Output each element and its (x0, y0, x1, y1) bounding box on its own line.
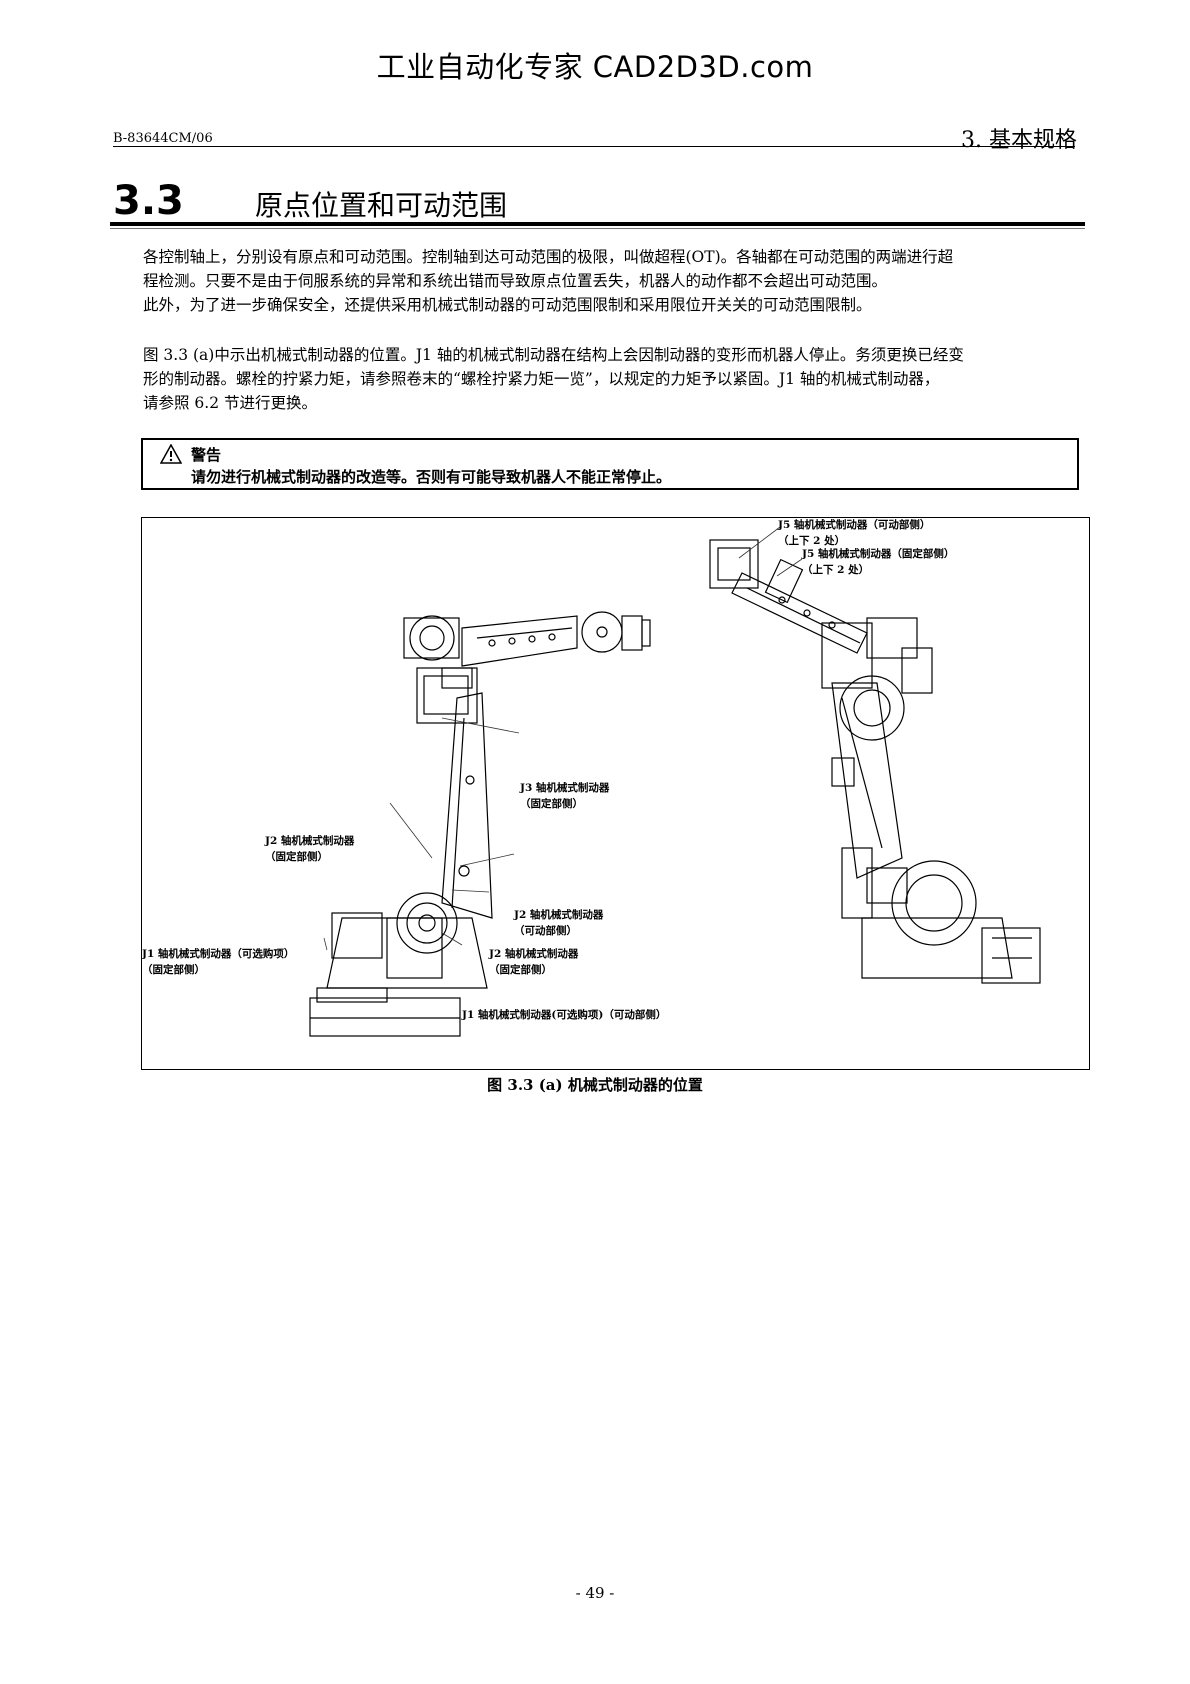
robot-left-drawing (309, 611, 651, 1037)
paragraph-line: 形的制动器。螺栓的拧紧力矩，请参照卷末的“螺栓拧紧力矩一览”，以规定的力矩予以紧… (143, 370, 940, 388)
label-j2-fixed-left: J2 轴机械式制动器 (265, 835, 355, 847)
chapter-heading: 3. 基本规格 (961, 128, 1077, 153)
label-j2-fixed-left-side: （固定部侧） (265, 851, 328, 863)
paragraph-mechanical-stopper: 图 3.3 (a)中示出机械式制动器的位置。J1 轴的机械式制动器在结构上会因制… (143, 343, 1078, 415)
label-j2-movable-side: （可动部侧） (514, 925, 577, 937)
section-number: 3.3 (113, 178, 184, 224)
paragraph-line: 图 3.3 (a)中示出机械式制动器的位置。J1 轴的机械式制动器在结构上会因制… (143, 346, 964, 364)
label-j1-movable: J1 轴机械式制动器(可选购项)（可动部侧） (462, 1009, 667, 1021)
label-j1-fixed-side: （固定部侧） (142, 964, 205, 976)
section-title: 原点位置和可动范围 (255, 189, 508, 222)
label-j5-fixed-count: （上下 2 处） (802, 564, 870, 576)
label-j2-fixed-right: J2 轴机械式制动器 (489, 948, 579, 960)
warning-label: 警告 (191, 446, 222, 464)
document-id: B-83644CM/06 (113, 131, 213, 146)
warning-text: 请勿进行机械式制动器的改造等。否则有可能导致机器人不能正常停止。 (191, 468, 672, 486)
warning-triangle-icon (160, 444, 182, 464)
label-j5-movable-count: （上下 2 处） (778, 535, 846, 547)
robot-drawing (309, 526, 1041, 1037)
paragraph-line: 各控制轴上，分别设有原点和可动范围。控制轴到达可动范围的极限，叫做超程(OT)。… (143, 248, 954, 266)
figure-caption: 图 3.3 (a) 机械式制动器的位置 (487, 1076, 703, 1094)
leader-lines (323, 526, 803, 951)
warning-box: 警告 请勿进行机械式制动器的改造等。否则有可能导致机器人不能正常停止。 (141, 438, 1079, 490)
robot-right-drawing (709, 539, 1041, 984)
watermark-text: 工业自动化专家 CAD2D3D.com (376, 50, 814, 84)
label-j3-fixed-side: （固定部侧） (520, 798, 583, 810)
paragraph-line: 程检测。只要不是由于伺服系统的异常和系统出错而导致原点位置丢失，机器人的动作都不… (143, 272, 888, 290)
section-divider-shadow (110, 228, 1085, 229)
label-j5-fixed: J5 轴机械式制动器（固定部侧） (802, 548, 955, 560)
paragraph-line: 请参照 6.2 节进行更换。 (143, 394, 318, 412)
label-j5-movable: J5 轴机械式制动器（可动部侧） (778, 519, 931, 531)
label-j2-fixed-right-side: （固定部侧） (489, 964, 552, 976)
figure-frame: J5 轴机械式制动器（可动部侧） （上下 2 处） J5 轴机械式制动器（固定部… (141, 517, 1090, 1070)
section-divider (110, 222, 1085, 226)
label-j2-movable: J2 轴机械式制动器 (514, 909, 604, 921)
header-divider (113, 146, 1075, 147)
label-j1-fixed: J1 轴机械式制动器（可选购项） (142, 948, 295, 960)
paragraph-overtravel: 各控制轴上，分别设有原点和可动范围。控制轴到达可动范围的极限，叫做超程(OT)。… (143, 245, 1078, 317)
page-number: - 49 - (575, 1584, 615, 1602)
label-j3-fixed: J3 轴机械式制动器 (520, 782, 610, 794)
paragraph-line: 此外，为了进一步确保安全，还提供采用机械式制动器的可动范围限制和采用限位开关关的… (143, 296, 872, 314)
